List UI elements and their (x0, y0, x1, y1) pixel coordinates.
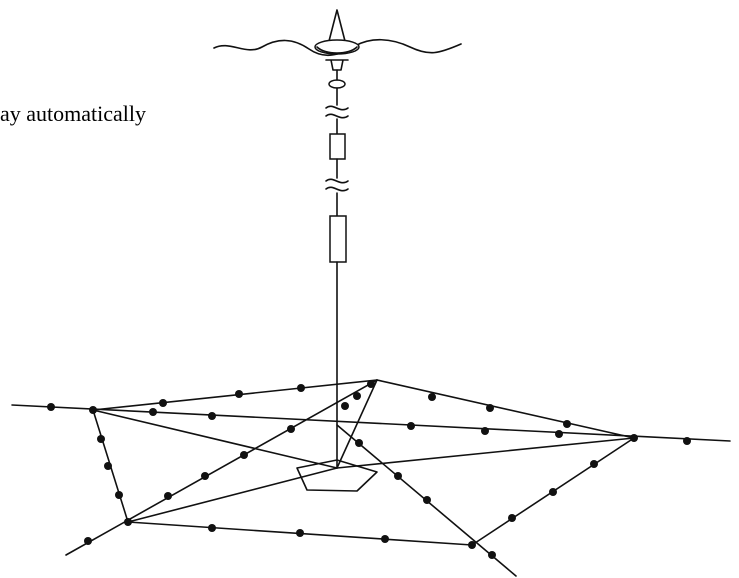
tether-line (325, 69, 349, 469)
sensor-node (353, 392, 361, 400)
sensor-node (287, 425, 295, 433)
sensor-module-2 (329, 215, 347, 263)
sensor-node (683, 437, 691, 445)
sensor-node (164, 492, 172, 500)
array-arm-9 (92, 409, 338, 469)
array-arm-3 (376, 379, 635, 439)
sensor-node (341, 402, 349, 410)
buoy-body (316, 46, 358, 54)
array-arm-2 (92, 379, 378, 411)
sensor-node (235, 390, 243, 398)
sensor-node (201, 472, 209, 480)
sensor-node (240, 451, 248, 459)
sensor-node (159, 399, 167, 407)
buoy-float (314, 39, 360, 55)
sensor-node (563, 420, 571, 428)
sensor-node (208, 412, 216, 420)
sensor-node (468, 541, 476, 549)
sensor-node (423, 496, 431, 504)
sensor-node (394, 472, 402, 480)
sensor-node (590, 460, 598, 468)
buoy-collar (325, 59, 349, 71)
sensor-node-group (47, 380, 691, 559)
sensor-node (486, 404, 494, 412)
sensor-node (355, 439, 363, 447)
hub-pentagon (296, 459, 378, 492)
buoy-mast (327, 9, 347, 46)
array-arm-12 (127, 467, 338, 523)
array-arm-10 (336, 437, 635, 469)
sensor-node (381, 535, 389, 543)
buoy-swivel (328, 79, 346, 89)
line-break-mark-2 (325, 178, 349, 192)
sensor-node (97, 435, 105, 443)
sensor-node (47, 403, 55, 411)
sensor-node (428, 393, 436, 401)
sensor-node (555, 430, 563, 438)
surface-buoy (314, 9, 360, 89)
array-arm-7 (65, 379, 378, 556)
sensor-node (549, 488, 557, 496)
sensor-node (508, 514, 516, 522)
line-break-mark-1 (325, 105, 349, 119)
caption-text: ay automatically (0, 101, 146, 126)
array-arm-1 (11, 404, 731, 442)
sensor-module-1 (329, 133, 346, 160)
sensor-node (84, 537, 92, 545)
sea-surface-line (213, 38, 462, 57)
star-array (11, 379, 731, 577)
sensor-node (89, 406, 97, 414)
sensor-node (630, 434, 638, 442)
sensor-node (297, 384, 305, 392)
sensor-node (407, 422, 415, 430)
sensor-node (115, 491, 123, 499)
array-arm-8 (336, 379, 378, 469)
sensor-node (488, 551, 496, 559)
sensor-node (367, 380, 375, 388)
sensor-node (208, 524, 216, 532)
sensor-node (124, 518, 132, 526)
sensor-node (481, 427, 489, 435)
sensor-node (296, 529, 304, 537)
sensor-node (104, 462, 112, 470)
sensor-node (149, 408, 157, 416)
